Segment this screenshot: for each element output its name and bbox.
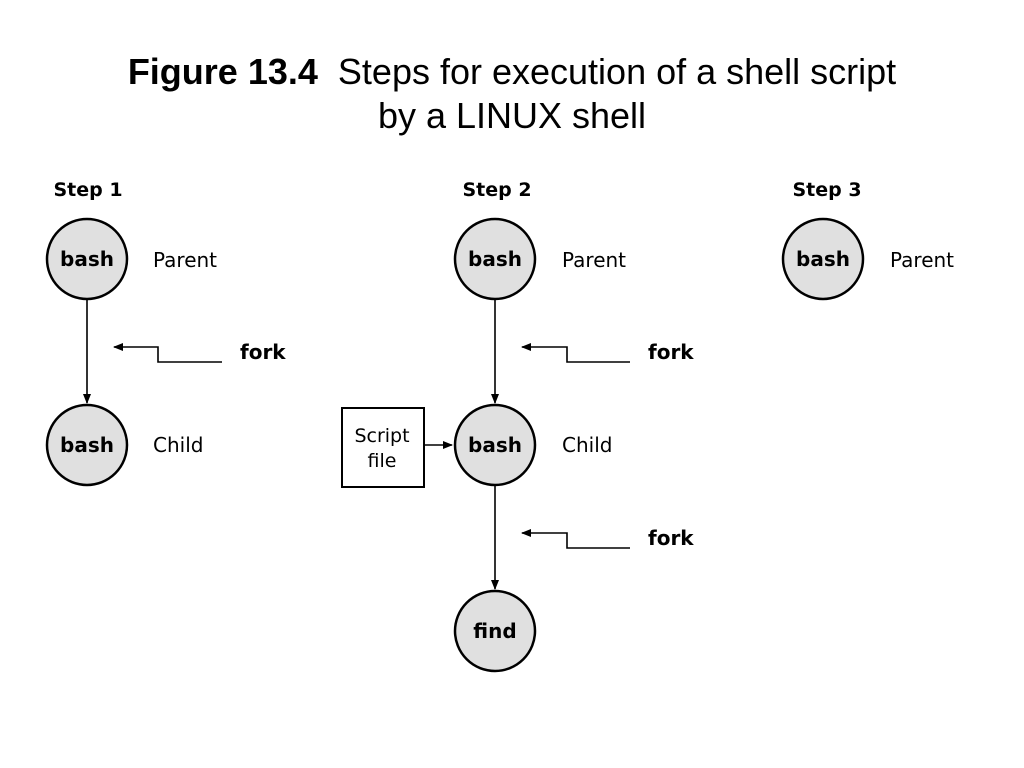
figure-title-line-2: by a LINUX shell [377, 95, 647, 136]
step-2-parent-node [453, 217, 537, 301]
step-1-label: Step 1 [53, 179, 122, 201]
script-file-label-line-2: file [368, 450, 397, 472]
figure-title: Figure 13.4 Steps for execution of a she… [0, 50, 1024, 138]
step-2-child-node [453, 403, 537, 487]
step-1-group: Step 1 bash Parent fork bash Child [45, 179, 286, 487]
step-1-parent-role: Parent [153, 248, 217, 272]
step-2-parent-name: bash [468, 247, 522, 271]
step-1-child-node [45, 403, 129, 487]
step-1-fork-label: fork [240, 340, 286, 364]
step-1-fork-pointer [113, 343, 222, 363]
step-1-child-role: Child [153, 433, 203, 457]
step-1-child-name: bash [60, 433, 114, 457]
step-3-label: Step 3 [792, 179, 861, 201]
step-3-group: Step 3 bash Parent [781, 179, 954, 301]
step-3-parent-node [781, 217, 865, 301]
script-file-box [341, 407, 425, 488]
step-2-grandchild-node [453, 589, 537, 673]
step-2-fork-pointer [521, 343, 630, 363]
step-1-parent-node [45, 217, 129, 301]
step-2-parent-role: Parent [562, 248, 626, 272]
step-2-label: Step 2 [462, 179, 531, 201]
step-2-child-role: Child [562, 433, 612, 457]
script-file-label-line-1: Script [354, 425, 409, 447]
step-3-parent-role: Parent [890, 248, 954, 272]
step-2-group: Step 2 bash Parent fork Script file bash… [341, 179, 694, 673]
figure-number: Figure 13.4 [127, 51, 318, 92]
figure-title-line-1: Figure 13.4 Steps for execution of a she… [0, 50, 1024, 94]
step-3-parent-name: bash [796, 247, 850, 271]
figure-title-text: Steps for execution of a shell script [337, 51, 897, 92]
step-2-child-name: bash [468, 433, 522, 457]
step-2-grandchild-name: find [473, 619, 516, 643]
step-2-second-fork-pointer [521, 529, 630, 549]
step-1-parent-name: bash [60, 247, 114, 271]
step-2-fork-label: fork [648, 340, 694, 364]
step-2-second-fork-label: fork [648, 526, 694, 550]
